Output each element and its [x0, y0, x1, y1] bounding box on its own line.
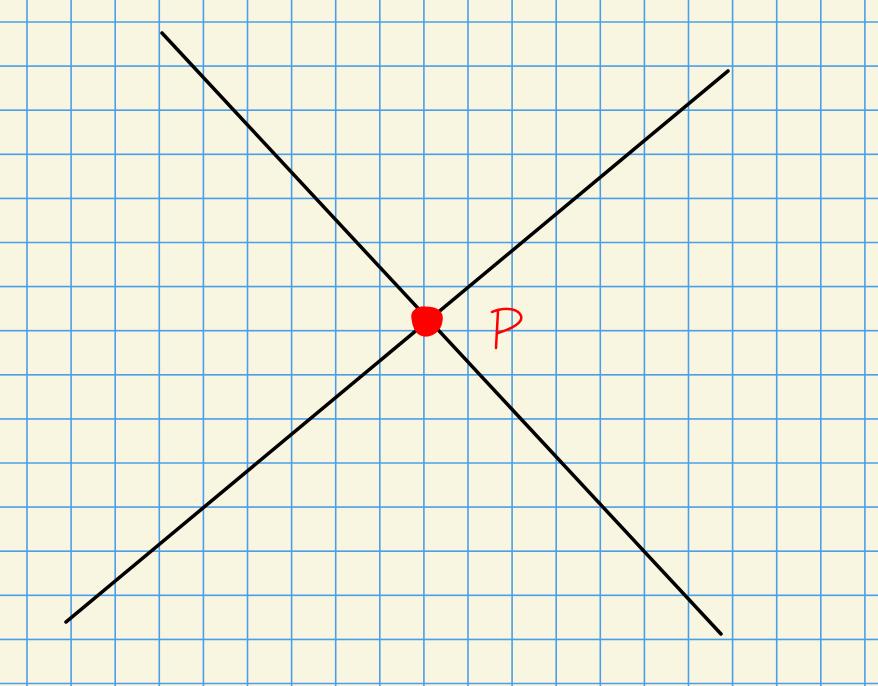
line-descending	[160, 31, 723, 636]
line-ascending	[64, 69, 730, 624]
intersection-point	[411, 306, 443, 337]
point-label-p-drawing	[490, 307, 523, 350]
